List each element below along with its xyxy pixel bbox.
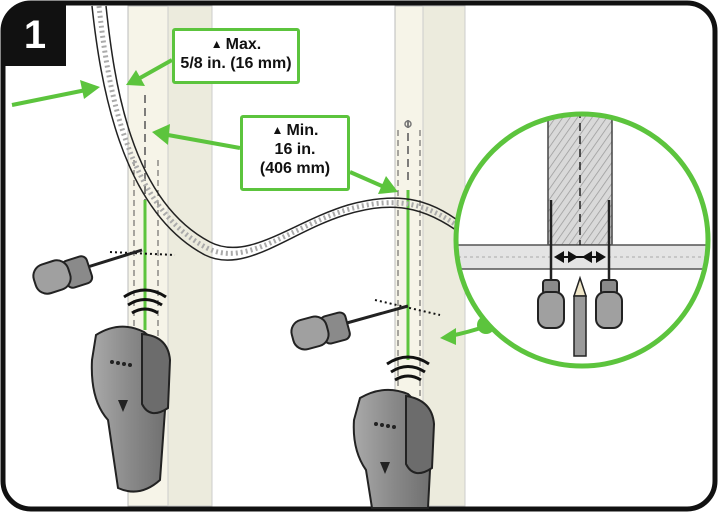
nail-hole xyxy=(404,120,412,128)
screwdriver-right xyxy=(290,304,409,351)
callout-min-spacing: ▲Min. 16 in. (406 mm) xyxy=(240,115,350,191)
screwdriver-left xyxy=(32,248,143,295)
callout-max-value: 5/8 in. (16 mm) xyxy=(180,55,292,73)
callout-max-label: Max. xyxy=(225,36,262,53)
stud-finder-device-left xyxy=(90,325,172,493)
step-number-badge: 1 xyxy=(4,4,66,66)
callout-min-label: Min. xyxy=(286,122,319,139)
callout-min-value-line1: 16 in. xyxy=(274,141,316,159)
step-number: 1 xyxy=(23,13,47,57)
detail-magnifier xyxy=(453,111,711,369)
callout-max-thickness: ▲Max. 5/8 in. (16 mm) xyxy=(172,28,300,84)
logo-mark xyxy=(380,462,390,474)
logo-mark xyxy=(118,400,128,412)
signal-waves-right xyxy=(386,355,430,382)
stud-left-side xyxy=(167,5,213,507)
warning-icon: ▲ xyxy=(210,37,223,51)
signal-waves-left xyxy=(123,288,167,315)
warning-icon: ▲ xyxy=(271,123,284,137)
stud-finder-device-right xyxy=(352,388,436,509)
drywall-sheet xyxy=(91,5,472,261)
callout-min-value-line2: (406 mm) xyxy=(259,160,331,178)
